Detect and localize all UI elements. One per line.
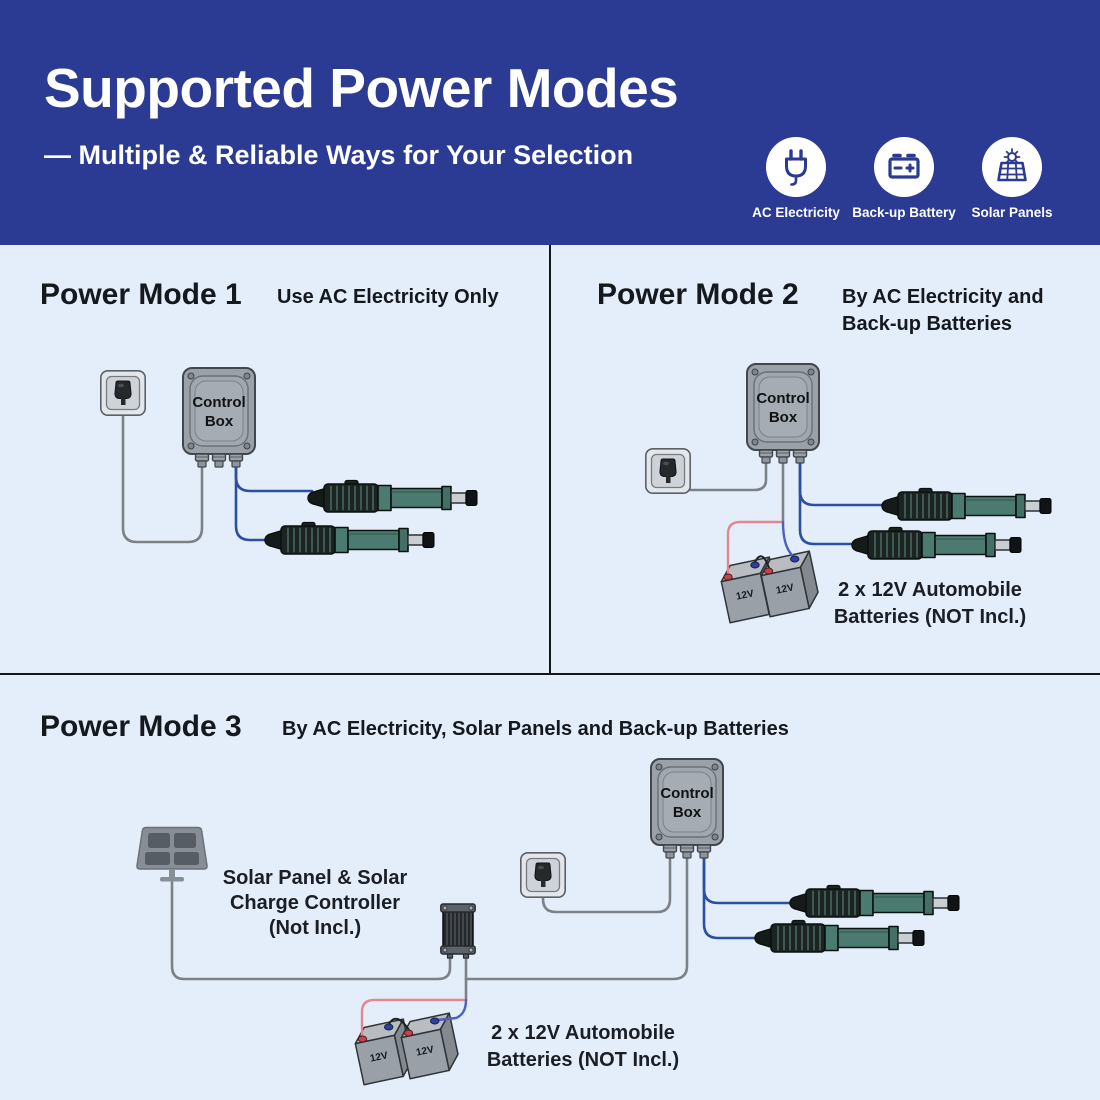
gate-actuator: [307, 479, 478, 513]
positive-terminal: [763, 567, 774, 575]
solar-charge-controller: [440, 903, 476, 959]
negative-terminal: [750, 561, 760, 569]
icon-label: Back-up Battery: [852, 205, 956, 220]
battery-positive-wire: [726, 520, 785, 576]
battery-negative-wire: [435, 998, 468, 1022]
battery-note-mode-2: 2 x 12V Automobile Batteries (NOT Incl.): [833, 579, 1027, 628]
actuator-cable-2: [798, 459, 856, 546]
mode-1-diagram: [100, 367, 478, 555]
header-icon-battery: Back-up Battery: [850, 136, 958, 220]
solar-panel: [136, 826, 208, 883]
solar-note: Solar Panel & Solar Charge Controller (N…: [222, 867, 408, 939]
vertical-divider: [549, 245, 551, 675]
battery-note-mode-3: 2 x 12V Automobile Batteries (NOT Incl.): [486, 1022, 680, 1071]
header-banner: Supported Power Modes — Multiple & Relia…: [0, 0, 1100, 245]
negative-terminal: [790, 555, 800, 563]
mode-3-diagram: [136, 758, 960, 1086]
positive-terminal: [723, 573, 733, 581]
icon-label: Solar Panels: [971, 205, 1053, 220]
positive-terminal: [357, 1035, 368, 1043]
actuator-cable-2: [702, 855, 759, 940]
negative-terminal: [430, 1017, 440, 1025]
battery-series-jumper: [388, 1017, 410, 1031]
gate-actuator: [264, 521, 435, 555]
battery-positive-wire: [360, 998, 468, 1038]
battery-series-jumper: [754, 555, 770, 569]
mode-3-title: Power Mode 3: [40, 710, 242, 743]
mode-3-description: By AC Electricity, Solar Panels and Back…: [282, 718, 789, 740]
negative-terminal: [384, 1023, 394, 1031]
mode-2-diagram: [644, 363, 1052, 624]
mode-1-description: Use AC Electricity Only: [277, 286, 499, 308]
horizontal-divider: [0, 673, 1100, 675]
mode-2-title: Power Mode 2: [597, 278, 799, 311]
solar-panel-wire: [170, 878, 452, 981]
header-icons: AC Electricity Back-up Battery: [742, 136, 1066, 220]
mode-1-title: Power Mode 1: [40, 278, 242, 311]
backup-battery-icon: [874, 137, 934, 197]
wall-outlet: [519, 851, 567, 899]
control-box-label: Control Box: [756, 390, 810, 426]
gate-actuator: [851, 526, 1022, 560]
wall-outlet: [100, 369, 146, 417]
wall-outlet: [644, 447, 692, 495]
ac-power-cord: [541, 855, 672, 914]
mode-2-description: By AC Electricity and Back-up Batteries: [842, 286, 1044, 335]
actuator-cable-1: [798, 459, 886, 507]
page-title: Supported Power Modes: [44, 57, 679, 119]
gate-actuator: [789, 884, 960, 918]
control-box-label: Control Box: [660, 785, 714, 821]
controller-controlbox-wire: [464, 855, 689, 981]
icon-label: AC Electricity: [752, 205, 840, 220]
gate-actuator: [754, 919, 925, 953]
header-icon-solar: Solar Panels: [958, 136, 1066, 220]
ac-electricity-icon: [766, 137, 826, 197]
gate-actuator: [881, 487, 1052, 521]
actuator-cable-1: [234, 460, 314, 493]
ac-power-cord: [121, 398, 204, 544]
actuator-cable-2: [234, 460, 270, 542]
battery-negative-wire: [781, 520, 796, 559]
actuator-cable-1: [702, 855, 794, 905]
header-icon-ac: AC Electricity: [742, 136, 850, 220]
control-box-label: Control Box: [192, 394, 246, 430]
solar-panels-icon: [982, 137, 1042, 197]
page-subtitle: — Multiple & Reliable Ways for Your Sele…: [44, 140, 634, 170]
positive-terminal: [403, 1029, 414, 1037]
